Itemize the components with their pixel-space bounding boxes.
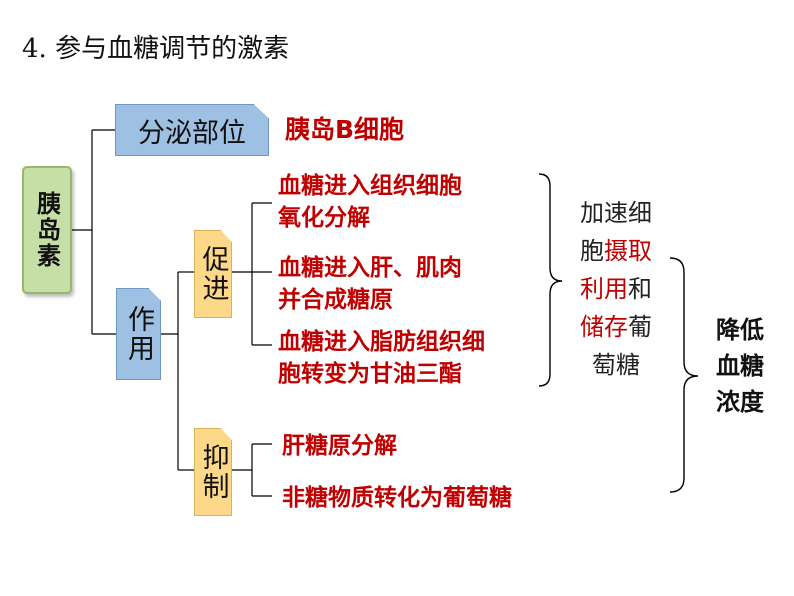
sub-node-promote: 促进: [194, 230, 232, 318]
branch-action-label: 作用: [123, 305, 154, 363]
root-label: 胰岛素: [32, 191, 61, 269]
summary-line-3-b: 和: [628, 275, 652, 303]
promote-label: 促进: [197, 245, 229, 303]
inhibit-item-2: 非糖物质转化为葡萄糖: [282, 485, 512, 511]
result-line-1: 降低: [716, 316, 764, 344]
page-title: 4. 参与血糖调节的激素: [22, 34, 290, 64]
brace-summary: [669, 257, 699, 493]
secretion-site-detail: 胰岛B细胞: [285, 115, 405, 144]
promote-item-2-line2: 并合成糖原: [278, 287, 393, 313]
promote-item-1-line2: 氧化分解: [278, 205, 370, 231]
summary-text: 加速细 胞摄取 利用和 储存葡 萄糖: [568, 194, 664, 384]
promote-item-3: 血糖进入脂肪组织细 胞转变为甘油三酯: [278, 326, 485, 390]
root-node-insulin: 胰岛素: [22, 166, 72, 294]
summary-store: 储存: [580, 313, 628, 341]
promote-item-1-line1: 血糖进入组织细胞: [278, 173, 462, 199]
branch-site-label: 分泌部位: [138, 117, 246, 149]
inhibit-item-1: 肝糖原分解: [282, 433, 397, 459]
brace-promote: [538, 173, 563, 387]
result-line-3: 浓度: [716, 388, 764, 416]
result-line-2: 血糖: [716, 352, 764, 380]
summary-line-3: 利用和: [568, 270, 664, 308]
summary-line-4-b: 葡: [628, 313, 652, 341]
summary-uptake: 摄取: [604, 237, 652, 265]
summary-line-2: 胞摄取: [568, 232, 664, 270]
sub-node-inhibit: 抑制: [194, 428, 232, 516]
promote-item-2: 血糖进入肝、肌肉 并合成糖原: [278, 252, 462, 316]
inhibit-label: 抑制: [197, 443, 229, 501]
promote-item-2-line1: 血糖进入肝、肌肉: [278, 255, 462, 281]
summary-utilize: 利用: [580, 275, 628, 303]
promote-item-1: 血糖进入组织细胞 氧化分解: [278, 170, 462, 234]
summary-line-1: 加速细: [580, 199, 652, 227]
summary-line-5: 萄糖: [592, 351, 640, 379]
summary-line-2-a: 胞: [580, 237, 604, 265]
promote-item-3-line1: 血糖进入脂肪组织细: [278, 329, 485, 355]
branch-action: 作用: [116, 288, 161, 380]
summary-line-4: 储存葡: [568, 308, 664, 346]
branch-secretion-site: 分泌部位: [115, 104, 269, 156]
result-text: 降低 血糖 浓度: [702, 312, 778, 420]
promote-item-3-line2: 胞转变为甘油三酯: [278, 361, 462, 387]
